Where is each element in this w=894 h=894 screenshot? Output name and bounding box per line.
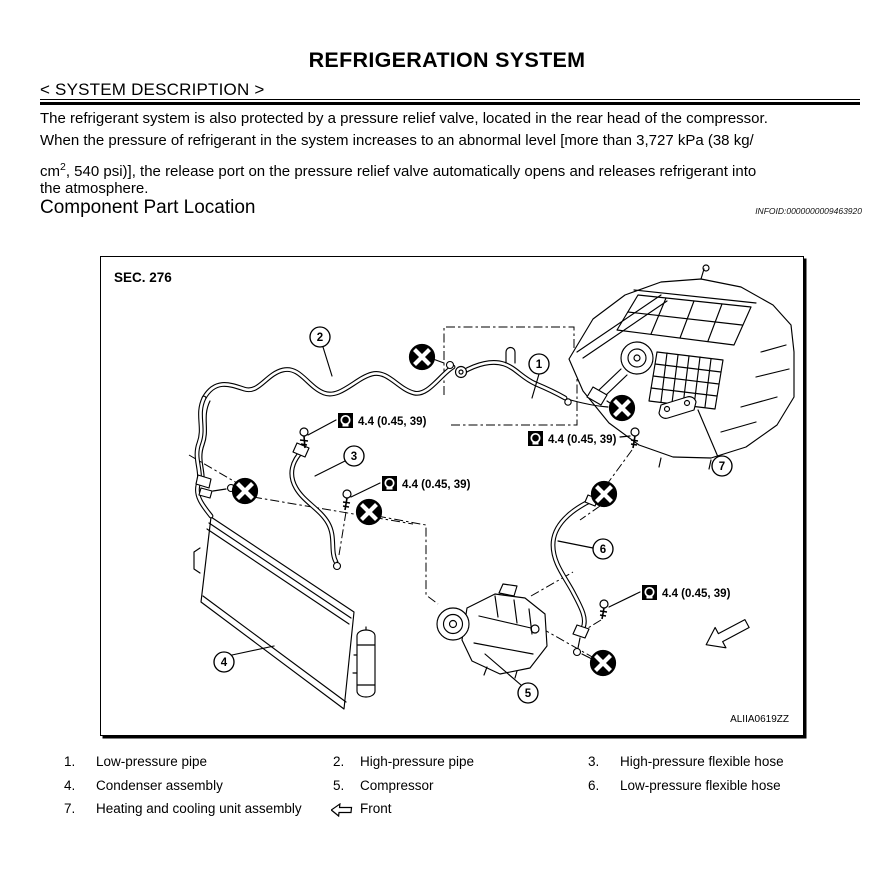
superscript-2: 2 xyxy=(60,161,66,173)
component-location-diagram: SEC. 276 xyxy=(114,264,795,725)
system-description-heading: < SYSTEM DESCRIPTION > xyxy=(40,80,265,99)
legend-label-1: Low-pressure pipe xyxy=(96,754,208,769)
callout-leaders xyxy=(231,346,719,686)
torque-spec-label: 4.4 (0.45, 39) xyxy=(382,476,471,491)
callout-5: 5 xyxy=(517,682,539,704)
description-line-1: The refrigerant system is also protected… xyxy=(40,110,768,127)
front-label: Front xyxy=(360,801,392,816)
callout-7: 7 xyxy=(711,455,733,477)
high-pressure-flexible-hose-drawing xyxy=(289,442,339,567)
connector-marks xyxy=(231,343,636,677)
legend-num-6: 6. xyxy=(588,778,600,793)
callout-4: 4 xyxy=(213,651,235,673)
front-arrow-icon xyxy=(331,803,353,817)
svg-text:4: 4 xyxy=(221,657,228,669)
legend-num-3: 3. xyxy=(588,754,600,769)
connector-mark-icon xyxy=(589,649,617,677)
svg-text:4.4 (0.45, 39): 4.4 (0.45, 39) xyxy=(548,434,617,446)
svg-text:3: 3 xyxy=(351,451,357,463)
legend-label-7: Heating and cooling unit assembly xyxy=(96,801,302,816)
description-line-4: the atmosphere. xyxy=(40,180,149,197)
bolt-fasteners xyxy=(299,427,640,620)
svg-text:1: 1 xyxy=(536,359,543,371)
svg-text:2: 2 xyxy=(317,332,323,344)
torque-spec-label: 4.4 (0.45, 39) xyxy=(642,585,731,600)
svg-text:4.4 (0.45, 39): 4.4 (0.45, 39) xyxy=(402,479,471,491)
component-part-location-heading: Component Part Location xyxy=(40,197,256,218)
callout-6: 6 xyxy=(592,538,614,560)
legend-num-5: 5. xyxy=(333,778,345,793)
legend-num-1: 1. xyxy=(64,754,76,769)
svg-text:6: 6 xyxy=(600,544,606,556)
connection-rings xyxy=(226,360,582,657)
connector-mark-icon xyxy=(590,480,618,508)
legend-label-3: High-pressure flexible hose xyxy=(620,754,784,769)
legend-label-5: Compressor xyxy=(360,778,434,793)
connector-mark-icon xyxy=(355,498,383,526)
torque-spec-labels: 4.4 (0.45, 39) 4.4 (0.45, 39) 4.4 (0.45,… xyxy=(307,413,731,608)
front-direction-arrow xyxy=(705,619,750,649)
callout-1: 1 xyxy=(528,353,550,375)
torque-spec-label: 4.4 (0.45, 39) xyxy=(528,431,617,446)
legend-label-4: Condenser assembly xyxy=(96,778,223,793)
legend-num-2: 2. xyxy=(333,754,345,769)
legend-num-4: 4. xyxy=(64,778,76,793)
compressor-drawing xyxy=(436,583,548,679)
torque-spec-label: 4.4 (0.45, 39) xyxy=(338,413,427,428)
connector-mark-icon xyxy=(408,343,436,371)
high-pressure-pipe-drawing xyxy=(194,358,456,519)
figure-id: ALIIA0619ZZ xyxy=(730,714,789,725)
svg-text:4.4 (0.45, 39): 4.4 (0.45, 39) xyxy=(358,416,427,428)
legend-label-6: Low-pressure flexible hose xyxy=(620,778,781,793)
legend-label-2: High-pressure pipe xyxy=(360,754,475,769)
svg-text:4.4 (0.45, 39): 4.4 (0.45, 39) xyxy=(662,588,731,600)
callout-2: 2 xyxy=(309,326,331,348)
description-line-2: When the pressure of refrigerant in the … xyxy=(40,132,754,149)
callout-3: 3 xyxy=(343,445,365,467)
page-title: REFRIGERATION SYSTEM xyxy=(308,48,586,72)
low-pressure-flexible-hose-drawing xyxy=(550,494,599,660)
sec-label: SEC. 276 xyxy=(114,270,172,285)
infoid-reference: INFOID:0000000009463920 xyxy=(755,206,862,216)
legend-num-7: 7. xyxy=(64,801,76,816)
low-pressure-pipe-drawing xyxy=(454,346,609,408)
description-line-3: cm2, 540 psi)], the release port on the … xyxy=(40,161,757,180)
heading-divider-thick xyxy=(40,102,860,105)
heading-divider-thin xyxy=(40,99,860,101)
connector-mark-icon xyxy=(608,394,636,422)
component-location-figure: SEC. 276 xyxy=(100,256,804,736)
svg-text:7: 7 xyxy=(719,461,725,473)
description-paragraph: The refrigerant system is also protected… xyxy=(40,108,868,200)
connector-mark-icon xyxy=(231,477,259,505)
svg-text:5: 5 xyxy=(525,688,532,700)
condenser-drawing xyxy=(193,516,376,710)
